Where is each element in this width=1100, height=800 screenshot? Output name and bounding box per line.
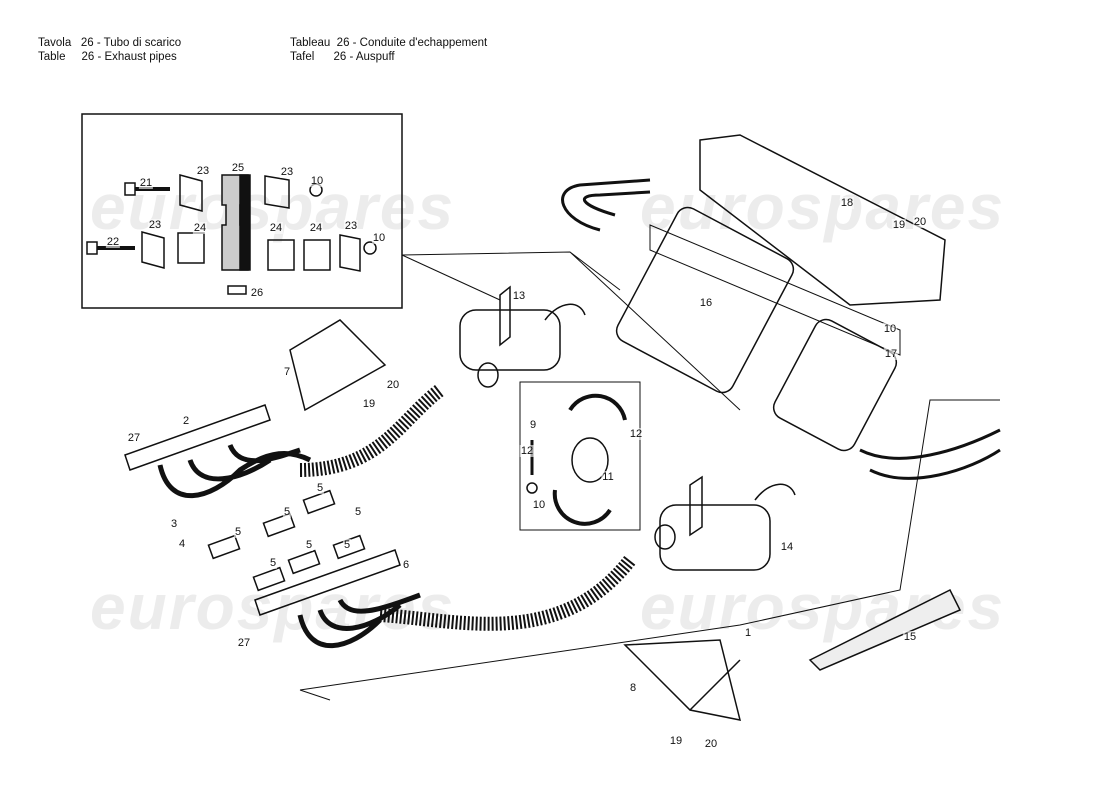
title-italian: Tavola 26 - Tubo di scarico [38, 37, 182, 49]
part-callout: 5 [282, 506, 292, 518]
part-callout: 18 [839, 197, 855, 209]
tailpipe-lower [859, 428, 1001, 480]
part-callout: 24 [268, 222, 284, 234]
part-callout: 19 [891, 219, 907, 231]
part-callout: 23 [195, 165, 211, 177]
part-callout: 27 [236, 637, 252, 649]
flex-pipe-lower [379, 555, 636, 631]
title-german: Tafel 26 - Auspuff [290, 51, 395, 63]
part-callout: 12 [628, 428, 644, 440]
part-callout: 9 [528, 419, 538, 431]
part-callout: 20 [703, 738, 719, 750]
part-callout: 6 [401, 559, 411, 571]
part-callout: 22 [105, 236, 121, 248]
part-callout: 10 [309, 175, 325, 187]
part-callout: 20 [385, 379, 401, 391]
part-callout: 19 [361, 398, 377, 410]
part-callout: 25 [230, 162, 246, 174]
mounting-bracket-18 [699, 134, 946, 306]
flex-pipe-upper [299, 384, 445, 477]
part-callout: 16 [698, 297, 714, 309]
title-french: Tableau 26 - Conduite d'echappement [290, 37, 488, 49]
front-muffler-14 [654, 475, 796, 571]
assembly-outline [299, 399, 1000, 691]
exhaust-manifold-6 [254, 549, 421, 649]
heat-shield-7 [289, 319, 387, 412]
part-callout: 4 [177, 538, 187, 550]
part-callout: 2 [181, 415, 191, 427]
part-callout: 23 [343, 220, 359, 232]
part-callout: 13 [511, 290, 527, 302]
exhaust-manifold-2 [124, 404, 312, 499]
part-callout: 24 [192, 222, 208, 234]
part-callout: 23 [147, 219, 163, 231]
heat-shield-8 [623, 639, 742, 721]
hardware-inset-box [81, 113, 403, 309]
part-callout: 5 [342, 539, 352, 551]
part-callout: 15 [902, 631, 918, 643]
part-callout: 5 [304, 539, 314, 551]
part-callout: 11 [601, 471, 615, 483]
part-callout: 27 [126, 432, 142, 444]
inset-parts [86, 174, 377, 295]
part-callout: 21 [138, 177, 154, 189]
part-callout: 5 [233, 526, 243, 538]
heat-shield-15 [808, 588, 962, 671]
part-callout: 3 [169, 518, 179, 530]
part-callout: 10 [531, 499, 547, 511]
front-muffler-13 [459, 285, 586, 388]
part-callout: 10 [371, 232, 387, 244]
part-callout: 24 [308, 222, 324, 234]
part-callout: 12 [519, 445, 535, 457]
tailpipe-upper [561, 178, 651, 232]
part-callout: 23 [279, 166, 295, 178]
part-callout: 5 [268, 557, 278, 569]
title-english: Table 26 - Exhaust pipes [38, 51, 177, 63]
rear-muffler [772, 318, 898, 452]
part-callout: 20 [912, 216, 928, 228]
part-callout: 5 [353, 506, 363, 518]
part-callout: 10 [882, 323, 898, 335]
part-callout: 8 [628, 682, 638, 694]
rear-muffler-16 [615, 206, 795, 394]
part-callout: 19 [668, 735, 684, 747]
part-callout: 7 [282, 366, 292, 378]
part-callout: 1 [743, 627, 753, 639]
part-callout: 5 [315, 482, 325, 494]
part-callout: 17 [883, 348, 899, 360]
part-callout: 14 [779, 541, 795, 553]
part-callout: 26 [249, 287, 265, 299]
